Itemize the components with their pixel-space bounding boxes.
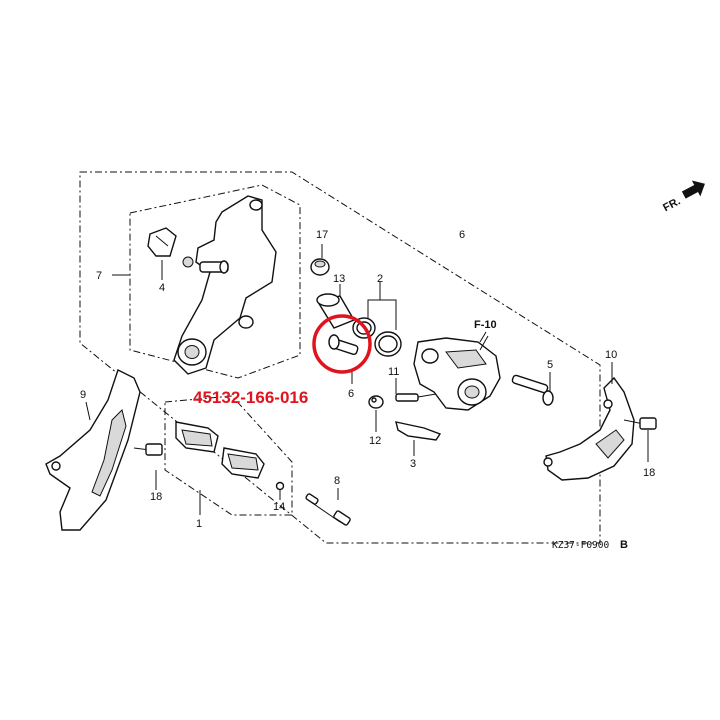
front-direction-marker: FR. bbox=[661, 180, 705, 214]
callout-5: 5 bbox=[547, 359, 553, 371]
pad-spring-plate bbox=[395, 421, 442, 441]
callout-12: 12 bbox=[369, 435, 381, 447]
highlight-circle bbox=[312, 314, 372, 374]
disc-guard bbox=[45, 369, 141, 531]
front-arrow-icon bbox=[681, 180, 705, 199]
callout-18-left: 18 bbox=[150, 491, 162, 503]
bleeder-cap bbox=[310, 258, 330, 276]
leader-lines bbox=[85, 244, 649, 515]
callout-9: 9 bbox=[80, 389, 86, 401]
callout-11: 11 bbox=[388, 366, 399, 378]
callout-6-top: 6 bbox=[459, 229, 465, 241]
callout-6-pin: 6 bbox=[348, 388, 354, 400]
caliper-bracket bbox=[173, 195, 277, 375]
flange-bolt-left bbox=[133, 443, 163, 456]
bracket-subframe bbox=[129, 184, 301, 379]
caliper-pin-bolt bbox=[328, 334, 359, 356]
slide-pin bbox=[511, 374, 554, 406]
callout-7: 7 bbox=[96, 270, 102, 282]
callout-8: 8 bbox=[334, 475, 340, 487]
flange-bolt-right bbox=[623, 417, 657, 430]
callout-3: 3 bbox=[410, 458, 416, 470]
diagram-code-suffix: B bbox=[620, 539, 628, 551]
callout-14: 14 bbox=[273, 501, 285, 513]
dust-boot bbox=[368, 395, 384, 409]
callout-4: 4 bbox=[159, 282, 165, 294]
callout-10: 10 bbox=[605, 349, 617, 361]
reference-label: F-10 bbox=[474, 319, 497, 331]
caliper-body bbox=[413, 335, 501, 411]
brake-pad-inner bbox=[175, 421, 219, 453]
pad-pin-clip bbox=[275, 481, 285, 491]
bleeder-valve bbox=[395, 393, 437, 402]
caliper-guard bbox=[543, 376, 635, 481]
brake-pad-outer bbox=[221, 447, 265, 479]
callout-18-right: 18 bbox=[643, 467, 655, 479]
pad-spring bbox=[147, 227, 177, 257]
pad-pin-bolt bbox=[305, 493, 351, 526]
svg-text:FR.: FR. bbox=[661, 195, 682, 214]
callout-13: 13 bbox=[333, 273, 345, 285]
pad-subframe bbox=[164, 395, 293, 516]
assembly-frame bbox=[79, 171, 601, 544]
diagram-code: KZ37-F0900 bbox=[552, 540, 609, 551]
callout-1: 1 bbox=[196, 518, 202, 530]
callout-2: 2 bbox=[377, 273, 383, 285]
callout-17: 17 bbox=[316, 229, 328, 241]
highlighted-part-number: 45132-166-016 bbox=[193, 388, 308, 407]
